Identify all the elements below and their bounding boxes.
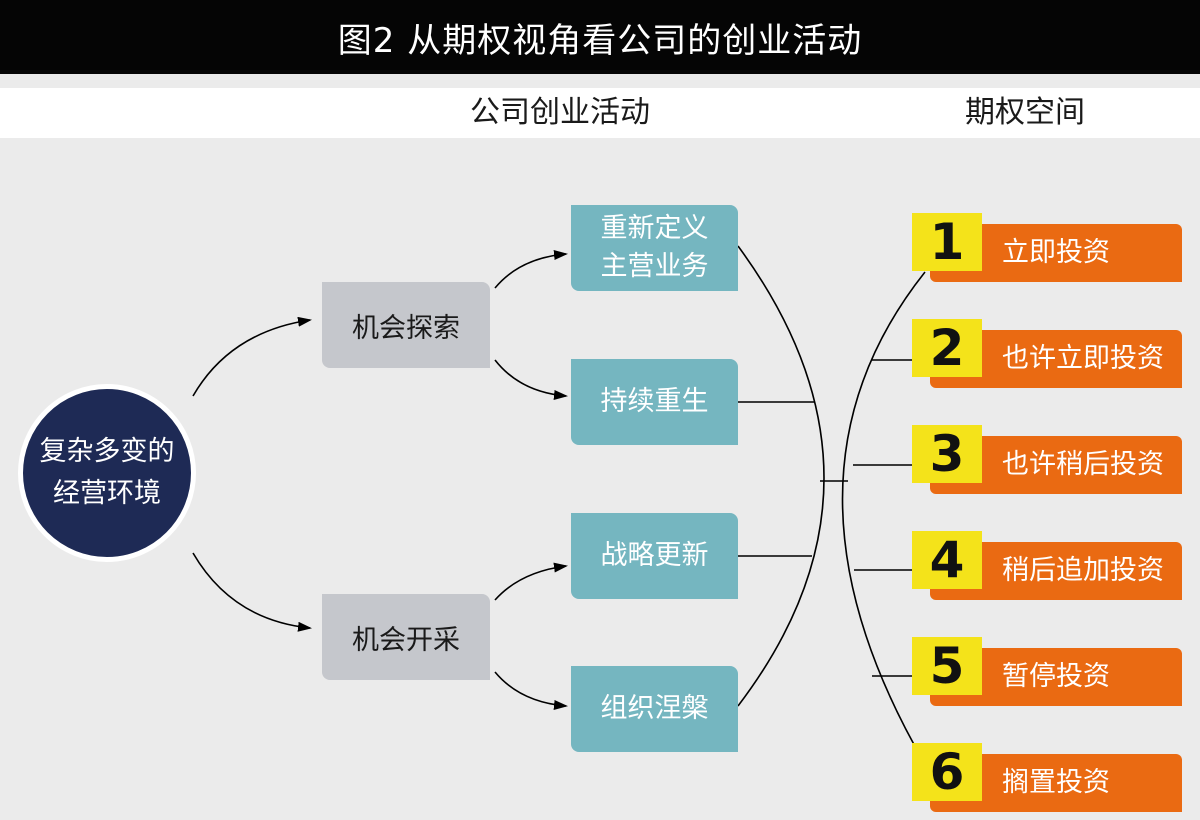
header-activities: 公司创业活动 [470,95,650,130]
activity-nirvana-box: 组织涅槃 [571,666,738,752]
arrow-explore-to-redefine [494,250,568,289]
arrow-explore-to-renew [494,359,568,400]
option-5-number: 5 [912,637,982,695]
activity-strategy-box: 战略更新 [571,513,738,599]
arrow-env-to-explore [192,316,312,397]
option-3-label: 也许稍后投资 [1002,449,1164,480]
converge-arc [737,245,825,707]
option-4-label: 稍后追加投资 [1002,555,1164,586]
option-1-label: 立即投资 [1002,237,1110,268]
diverge-arc [841,271,926,765]
option-2-label: 也许立即投资 [1002,343,1164,374]
opportunity-explore-box: 机会探索 [322,282,490,368]
arrow-exploit-to-strategy [494,562,568,601]
arrow-env-to-exploit [192,552,312,632]
option-1-number: 1 [912,213,982,271]
header-band [0,88,1200,138]
option-6-label: 搁置投资 [1002,767,1110,798]
circle-line-2: 经营环境 [53,478,161,509]
activity-renew-box: 持续重生 [571,359,738,445]
activity-redefine-box: 重新定义 主营业务 [571,205,738,291]
complex-environment-circle: 复杂多变的 经营环境 [18,384,196,562]
option-4-number: 4 [912,531,982,589]
option-6-number: 6 [912,743,982,801]
activity-redefine-line-1: 重新定义 [600,213,709,244]
circle-line-1: 复杂多变的 [39,436,175,467]
opportunity-exploit-box: 机会开采 [322,594,490,680]
option-5-label: 暂停投资 [1002,661,1110,692]
activity-redefine-line-2: 主营业务 [600,251,709,282]
option-2-number: 2 [912,319,982,377]
header-options: 期权空间 [965,95,1085,130]
figure-title: 图2 从期权视角看公司的创业活动 [0,0,1200,74]
arrow-exploit-to-nirvana [494,671,568,710]
option-3-number: 3 [912,425,982,483]
